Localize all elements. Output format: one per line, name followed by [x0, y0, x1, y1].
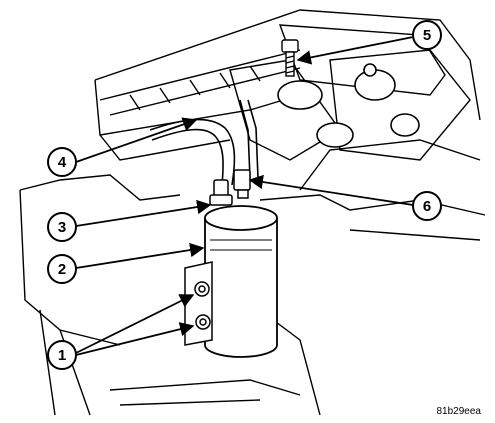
svg-text:6: 6 [423, 198, 431, 215]
svg-text:2: 2 [58, 261, 66, 278]
svg-text:1: 1 [58, 347, 66, 364]
refrigerant-line [149, 99, 259, 186]
svg-text:3: 3 [58, 219, 66, 236]
callout-2: 2 [47, 254, 77, 284]
leader-lines [75, 36, 414, 356]
leader-5 [296, 36, 414, 65]
mounting-nut-lower [195, 314, 211, 330]
callout-4: 4 [47, 147, 77, 177]
callout-3: 3 [47, 212, 77, 242]
receiver-drier [204, 205, 278, 358]
mounting-bracket [184, 261, 213, 346]
leader-1b [75, 322, 195, 356]
callout-1: 1 [47, 340, 77, 370]
line-fittings [209, 169, 251, 206]
svg-text:4: 4 [58, 154, 67, 171]
callout-5: 5 [412, 20, 442, 50]
leader-6 [248, 174, 414, 206]
leader-4 [75, 117, 198, 163]
svg-text:5: 5 [423, 27, 431, 44]
bracket-openings [277, 63, 420, 148]
mounting-nut-upper [194, 281, 210, 297]
leader-1a [75, 294, 195, 354]
callouts: 1 2 3 4 5 6 [47, 20, 442, 370]
mounting-bolt [281, 39, 299, 77]
leader-2 [75, 242, 205, 269]
leader-3 [75, 199, 212, 227]
figure-code: 81b29eea [436, 406, 482, 417]
callout-6: 6 [412, 191, 442, 221]
